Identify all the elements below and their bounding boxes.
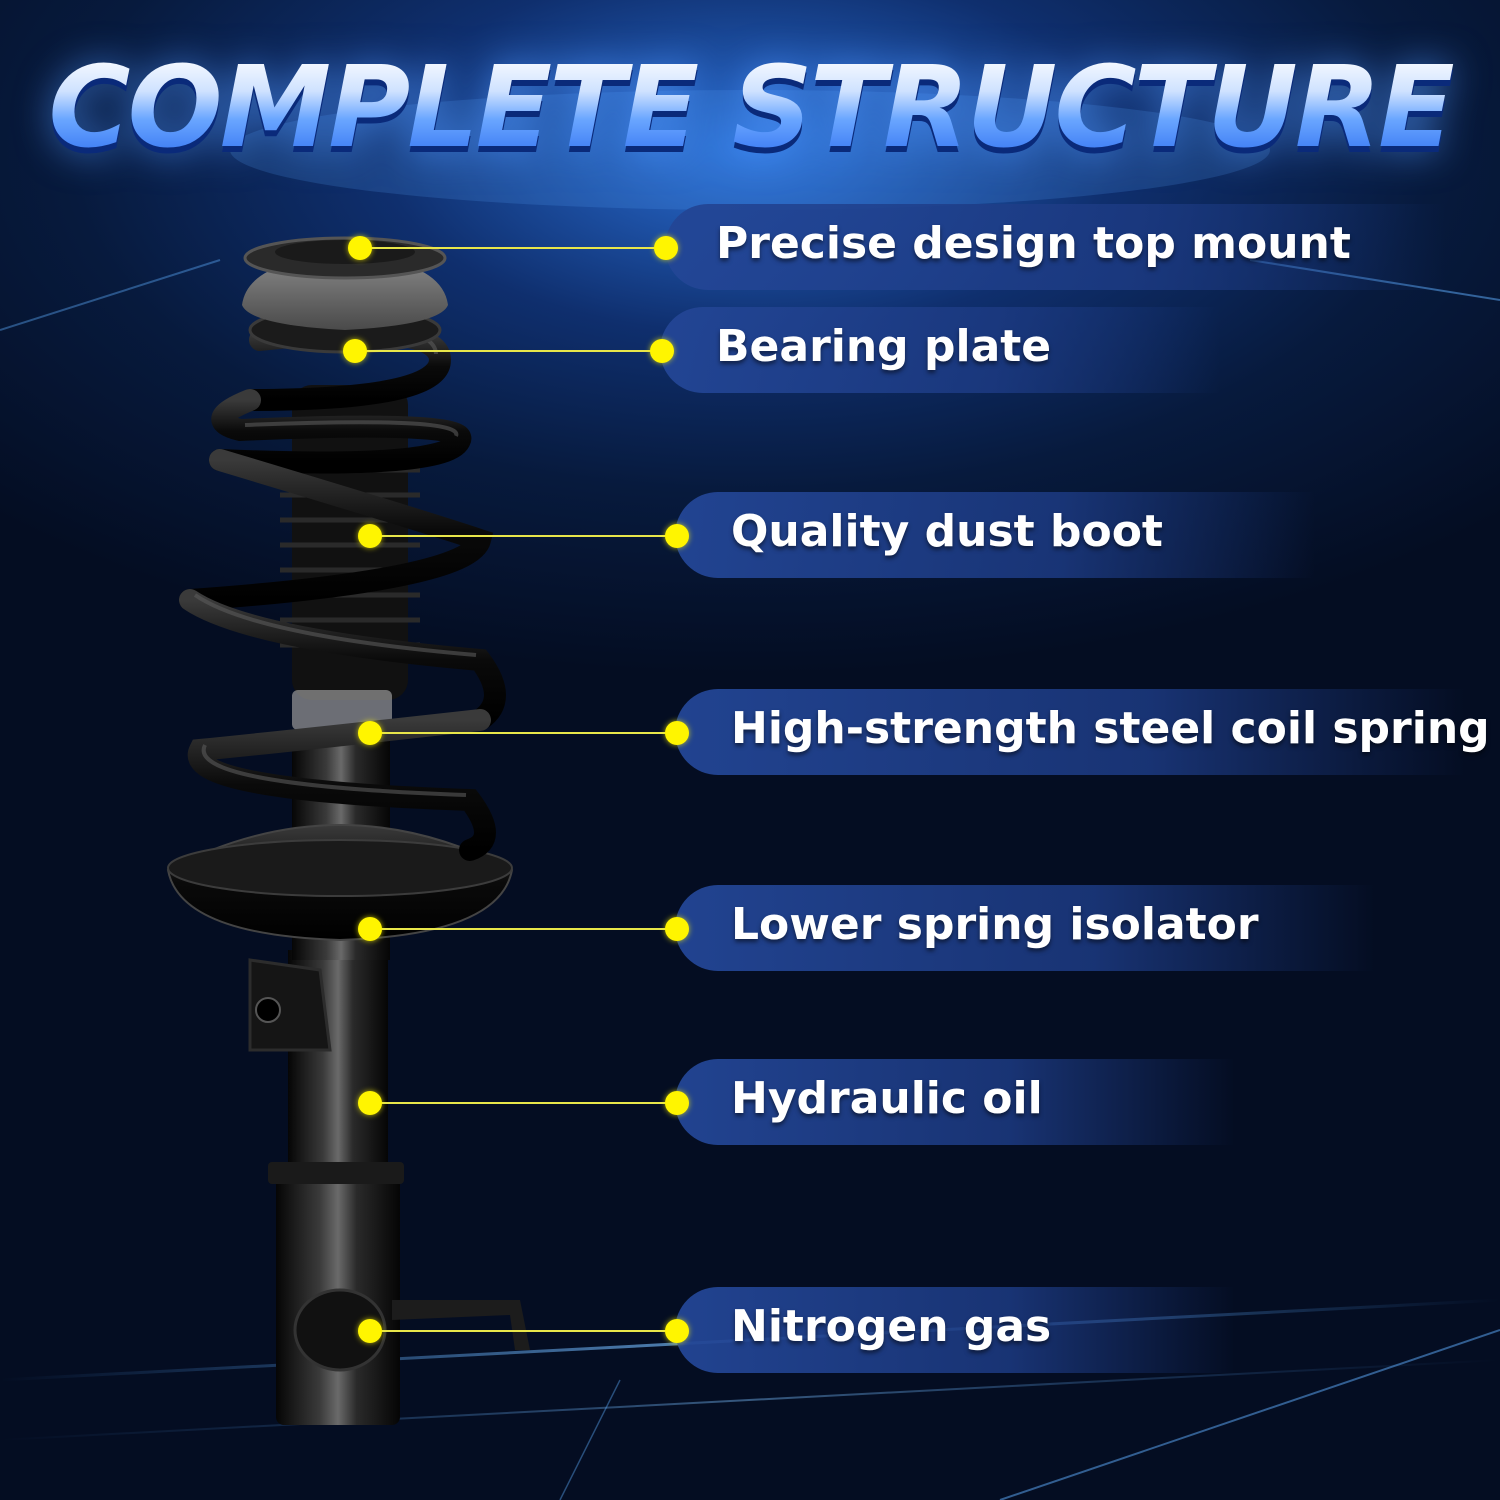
leader-line [360, 247, 665, 249]
label-coil-spring: High-strength steel coil spring [731, 703, 1490, 754]
callout-dot-part [348, 236, 372, 260]
label-dust-boot: Quality dust boot [731, 506, 1163, 557]
leader-line [370, 1102, 675, 1104]
label-pill [660, 307, 1220, 393]
callout-dot-part [358, 1319, 382, 1343]
label-row-bearing-plate: Bearing plate [0, 305, 1500, 395]
callout-dot-label [654, 236, 678, 260]
label-hydraulic-oil: Hydraulic oil [731, 1073, 1043, 1124]
callout-dot-label [665, 917, 689, 941]
label-row-hydraulic-oil: Hydraulic oil [0, 1057, 1500, 1147]
leader-line [370, 1330, 675, 1332]
label-row-top-mount: Precise design top mount [0, 202, 1500, 292]
label-pill [675, 885, 1375, 971]
label-row-spring-isolator: Lower spring isolator [0, 883, 1500, 973]
label-pill [675, 689, 1465, 775]
callout-dot-label [665, 1319, 689, 1343]
label-bearing-plate: Bearing plate [716, 321, 1052, 372]
callout-dot-label [665, 1091, 689, 1115]
leader-line [355, 350, 660, 352]
leader-line [370, 535, 675, 537]
callout-dot-part [358, 1091, 382, 1115]
callout-dot-part [343, 339, 367, 363]
label-pill [675, 1059, 1235, 1145]
label-nitrogen-gas: Nitrogen gas [731, 1301, 1052, 1352]
label-row-coil-spring: High-strength steel coil spring [0, 687, 1500, 777]
callout-dot-part [358, 721, 382, 745]
leader-line [370, 928, 675, 930]
label-pill [665, 204, 1445, 290]
callout-dot-label [665, 721, 689, 745]
callout-dot-part [358, 524, 382, 548]
label-row-dust-boot: Quality dust boot [0, 490, 1500, 580]
label-row-nitrogen-gas: Nitrogen gas [0, 1285, 1500, 1375]
label-pill [675, 492, 1315, 578]
label-spring-isolator: Lower spring isolator [731, 899, 1259, 950]
leader-line [370, 732, 675, 734]
callout-dot-part [358, 917, 382, 941]
label-top-mount: Precise design top mount [716, 218, 1351, 269]
callout-dot-label [665, 524, 689, 548]
callout-dot-label [650, 339, 674, 363]
page-title: COMPLETE STRUCTURE [0, 52, 1500, 164]
label-pill [675, 1287, 1235, 1373]
